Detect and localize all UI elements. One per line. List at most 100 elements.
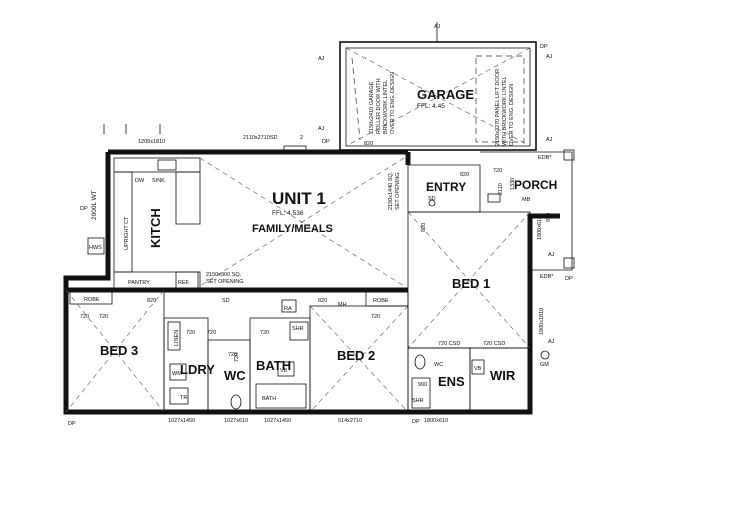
opening-note: SET OPENING xyxy=(206,279,244,285)
entry-porch-area: ENTRY PORCH SD MB 820 720 1330 2110 950 … xyxy=(421,149,575,282)
room-diagonal xyxy=(309,305,409,413)
opening-note: 2150x900 SQ. xyxy=(206,272,242,278)
meter-box xyxy=(487,193,501,203)
laundry-tub xyxy=(169,387,189,405)
unit-ffl: FFL: 4.536 xyxy=(272,210,304,217)
bath-outline xyxy=(249,317,311,413)
hws-label: HWS xyxy=(89,245,102,251)
edb-label: EDB* xyxy=(538,155,552,161)
gas-meter-icon xyxy=(540,350,550,360)
smoke-detector-icon xyxy=(428,199,436,207)
dim-820: 820 xyxy=(318,298,327,304)
east-wall xyxy=(408,213,560,415)
aj-marker: AJ xyxy=(548,339,555,345)
kitchen-bench-top xyxy=(113,157,201,173)
dim-720: 720 xyxy=(371,314,380,320)
bed1-area: BED 1 1800x1810 AJ 720 CSD 720 CSD GM xyxy=(407,211,555,368)
dim-720: 720 xyxy=(260,330,269,336)
bed1-label: BED 1 xyxy=(452,276,490,291)
entry-label: ENTRY xyxy=(426,180,466,194)
dim-1330: 1330 xyxy=(510,178,516,190)
dim-720: 720 xyxy=(207,330,216,336)
robe-bed3 xyxy=(69,291,113,305)
svg-text:1330: 1330 xyxy=(510,178,516,190)
porch-outline xyxy=(480,151,573,271)
ensuite-wir-area: WC 900 SHR VB ENS WIR xyxy=(407,347,531,413)
aj-marker: AJ xyxy=(546,137,553,143)
edb-label: EDB* xyxy=(540,274,554,280)
garage-door-note: 2150x2410 GARAGE ROLLER DOOR WITH BRICKW… xyxy=(369,72,396,134)
dp-marker: DP xyxy=(322,139,330,145)
fridge-space xyxy=(175,271,199,289)
shr-label: SHR xyxy=(412,398,424,404)
pantry-unit xyxy=(113,271,201,289)
dim-950: 950 xyxy=(546,213,552,222)
door-2110x2710: 2110x2710SD xyxy=(243,135,277,141)
room-diagonal xyxy=(65,289,165,413)
svg-text:SET OPENING: SET OPENING xyxy=(395,173,401,211)
dim-720-b: 720 xyxy=(228,352,237,358)
ldry-label: LDRY xyxy=(180,362,215,377)
wc-label: WC xyxy=(224,368,246,383)
opening-note-2: 2150x1440 SQ. SET OPENING xyxy=(388,171,401,210)
hws-unit xyxy=(87,237,105,255)
panel-door-note: 2150x2270 PANEL LIFT DOOR WITH BRICKWORK… xyxy=(495,69,515,146)
toilet-icon xyxy=(414,354,426,370)
svg-text:KITCH: KITCH xyxy=(148,208,163,248)
door-mark-2: 2 xyxy=(300,135,303,141)
aj-marker: AJ xyxy=(546,54,553,60)
svg-text:1800x1810: 1800x1810 xyxy=(539,308,545,335)
sd-label: SD xyxy=(428,196,436,202)
dim-720-wc: 720 xyxy=(234,353,240,362)
window-514x2710: 514x2710 xyxy=(338,418,362,424)
sliding-door xyxy=(283,145,307,153)
upright-ct-label: UPRIGHT CT xyxy=(124,216,130,250)
svg-text:2150x1440 SQ.: 2150x1440 SQ. xyxy=(388,171,394,210)
pantry-label: PANTRY xyxy=(128,280,150,286)
bed3-label: BED 3 xyxy=(100,343,138,358)
robe-label: ROBE xyxy=(373,298,389,304)
family-meals-area: 2110x2710SD 2 UNIT 1 FFL: 4.536 FAMILY/M… xyxy=(199,135,405,287)
svg-text:720: 720 xyxy=(234,353,240,362)
ens-label: ENS xyxy=(438,374,465,389)
svg-text:UPRIGHT CT: UPRIGHT CT xyxy=(124,216,130,250)
wm-label: WM xyxy=(172,371,182,377)
svg-text:OVER TO ENG. DESIGN: OVER TO ENG. DESIGN xyxy=(390,72,396,134)
window-1027x610: 1027x610 xyxy=(224,418,248,424)
sink-label: SINK xyxy=(152,178,165,184)
svg-text:1800x610: 1800x610 xyxy=(537,216,543,240)
dim-820-entry: 820 xyxy=(421,223,427,232)
dp-marker: DP xyxy=(68,421,76,427)
robe-bed2 xyxy=(365,291,409,307)
vb-label: VB xyxy=(474,366,482,372)
window-1027x1450: 1027x1450 xyxy=(264,418,291,424)
wet-areas: LINEN 720 720 720 720 720 LDRY WM TR WC … xyxy=(163,298,311,413)
window-1027x1450: 1027x1450 xyxy=(168,418,195,424)
garage-roller-guide xyxy=(351,57,361,141)
room-diagonal xyxy=(407,211,531,349)
svg-text:2150x2270 PANEL LIFT DOOR: 2150x2270 PANEL LIFT DOOR xyxy=(495,69,501,146)
dim-720: 720 xyxy=(99,314,108,320)
wc-fixture-label: WC xyxy=(434,362,443,368)
garage-block: GARAGE FFL: 4.45 2150x2410 GARAGE ROLLER… xyxy=(318,22,553,151)
garage-panel-door-swing xyxy=(475,55,525,143)
room-diagonal xyxy=(65,289,165,413)
boundary-ticks xyxy=(103,124,161,134)
dim-820: 820 xyxy=(147,298,156,304)
shower-icon xyxy=(289,321,309,341)
dim-820: 820 xyxy=(364,141,373,147)
bed2-area: ROBE 720 820 MH BED 2 xyxy=(309,291,409,413)
ra-label: RA xyxy=(284,306,292,312)
family-meals-label: FAMILY/MEALS xyxy=(252,223,333,235)
bathtub-icon xyxy=(255,383,307,409)
dim-720: 720 xyxy=(80,314,89,320)
porch-label: PORCH xyxy=(514,178,557,192)
svg-text:2150x2410 GARAGE: 2150x2410 GARAGE xyxy=(369,81,375,134)
svg-text:2000L WT: 2000L WT xyxy=(91,190,98,220)
window-1800x1810: 1800x1810 xyxy=(539,308,545,335)
window-1800x610: 1800x610 xyxy=(537,216,543,240)
garage-label: GARAGE xyxy=(417,87,474,102)
room-diagonal xyxy=(199,157,405,287)
unit-title: UNIT 1 xyxy=(272,189,326,208)
